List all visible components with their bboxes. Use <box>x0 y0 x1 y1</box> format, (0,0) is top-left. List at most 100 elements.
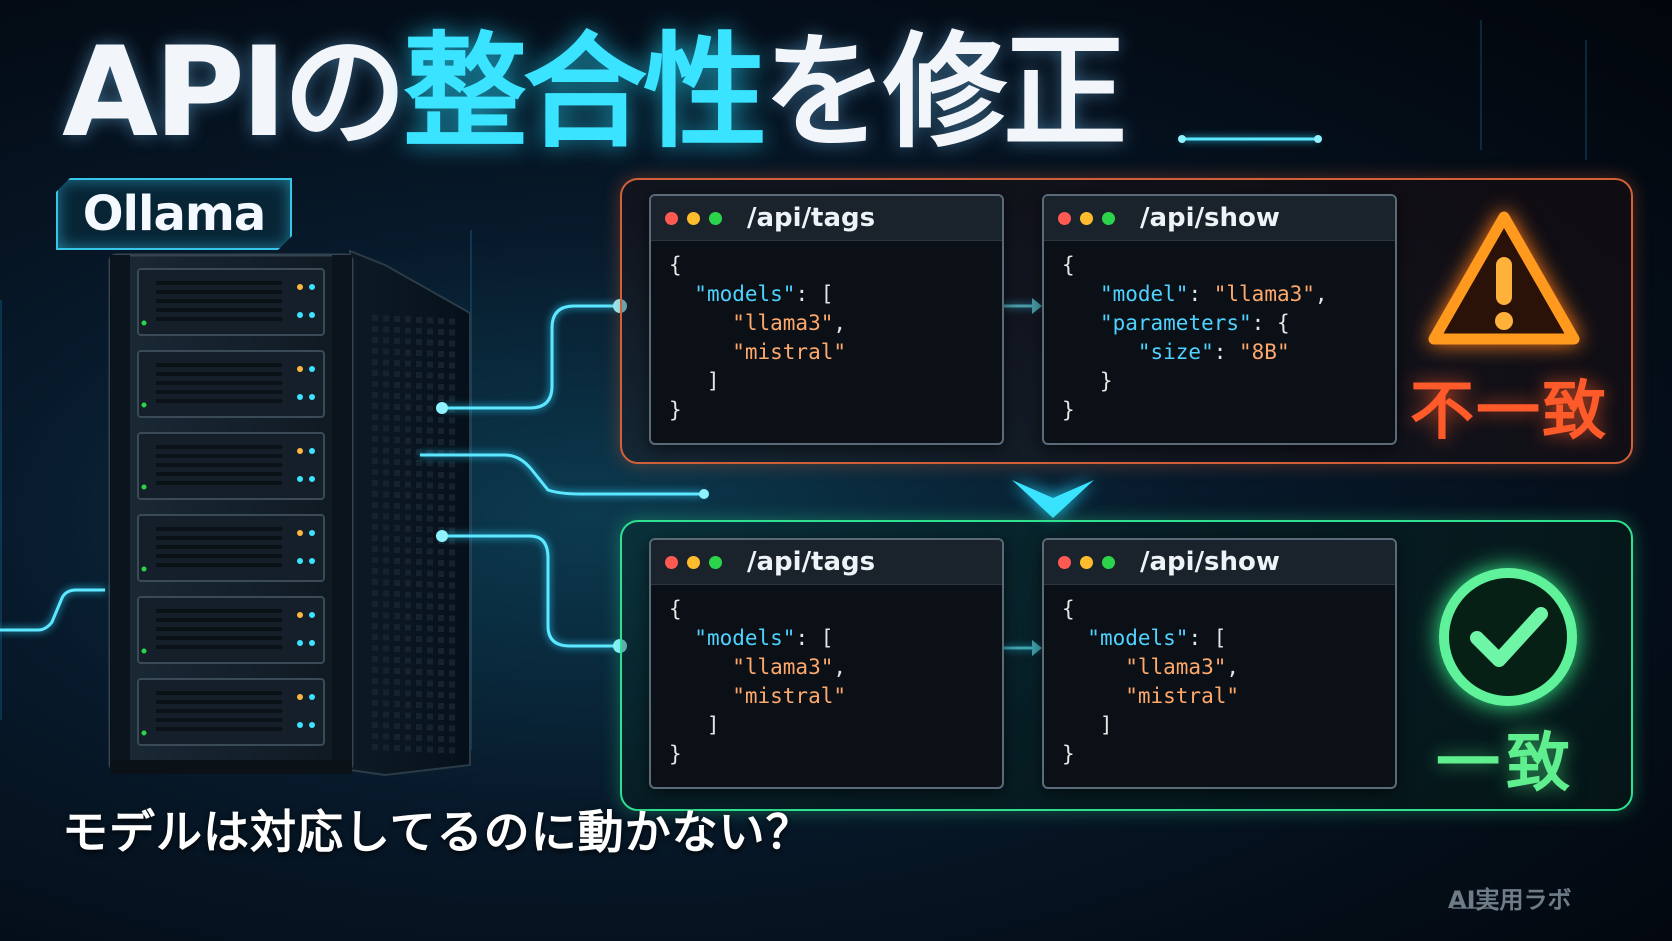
json-code-block: { "models": [ "llama3", "mistral" ] } <box>1044 585 1395 769</box>
json-punct: } <box>1062 369 1113 393</box>
server-side-vents <box>372 315 455 754</box>
json-punct: , <box>1314 282 1328 306</box>
json-punct <box>669 282 694 306</box>
json-punct: , <box>833 311 847 335</box>
code-line: { <box>1062 597 1075 621</box>
endpoint-path: /api/tags <box>747 547 876 577</box>
minimize-dot-icon <box>687 555 700 569</box>
json-key: "size" <box>1137 340 1214 364</box>
json-punct <box>669 311 732 335</box>
maximize-dot-icon <box>1102 555 1115 569</box>
minimize-dot-icon <box>1080 555 1093 569</box>
code-line: "models": [ <box>1062 626 1226 650</box>
bg-line <box>1480 20 1482 150</box>
json-string: "llama3" <box>732 655 834 679</box>
server-unit <box>137 432 325 500</box>
json-punct: } <box>669 398 682 422</box>
json-punct: } <box>1062 742 1075 766</box>
json-punct: : <box>1188 282 1214 306</box>
close-dot-icon <box>665 211 678 225</box>
window-titlebar: /api/show <box>1044 540 1395 585</box>
code-line: "llama3", <box>669 655 846 679</box>
json-string: "mistral" <box>732 340 847 364</box>
json-string: "llama3" <box>732 311 834 335</box>
json-string: "8B" <box>1239 340 1290 364</box>
bg-line <box>1585 40 1587 160</box>
json-punct <box>1062 655 1125 679</box>
maximize-dot-icon <box>709 211 722 225</box>
endpoint-path: /api/tags <box>747 203 876 233</box>
check-circle-icon <box>1439 568 1577 706</box>
code-line: ] <box>669 369 720 393</box>
json-punct <box>669 340 732 364</box>
code-line: { <box>1062 253 1075 277</box>
maximize-dot-icon <box>1102 211 1115 225</box>
json-key: "models" <box>1087 626 1189 650</box>
bg-line <box>0 300 2 720</box>
json-string: "llama3" <box>1213 282 1315 306</box>
json-punct: } <box>1062 398 1075 422</box>
json-punct: } <box>669 742 682 766</box>
json-punct: : [ <box>1188 626 1227 650</box>
code-line: } <box>1062 742 1075 766</box>
json-punct: : [ <box>795 626 834 650</box>
json-code-block: { "models": [ "llama3", "mistral" ] } <box>651 241 1002 425</box>
window-titlebar: /api/tags <box>651 196 1002 241</box>
server-unit <box>137 596 325 664</box>
json-code-block: { "model": "llama3", "parameters": { "si… <box>1044 241 1395 425</box>
server-unit <box>137 268 325 336</box>
api-show-window-match: /api/show { "models": [ "llama3", "mistr… <box>1042 538 1397 789</box>
json-punct <box>1062 626 1087 650</box>
json-key: "models" <box>694 626 796 650</box>
code-line: ] <box>1062 713 1113 737</box>
json-punct <box>1062 311 1100 335</box>
code-line: ] <box>669 713 720 737</box>
page-title: APIの整合性を修正 <box>62 21 1127 165</box>
subtitle: モデルは対応してるのに動かない？ <box>62 805 813 859</box>
code-line: "llama3", <box>669 311 846 335</box>
server-rack-illustration <box>108 249 471 777</box>
json-string: "mistral" <box>732 684 847 708</box>
json-punct: ] <box>1062 713 1113 737</box>
json-punct: : { <box>1251 311 1290 335</box>
json-punct: { <box>1062 253 1075 277</box>
json-key: "model" <box>1099 282 1189 306</box>
minimize-dot-icon <box>687 211 700 225</box>
maximize-dot-icon <box>709 555 722 569</box>
json-string: "mistral" <box>1125 684 1240 708</box>
endpoint-path: /api/show <box>1140 203 1280 233</box>
json-punct: { <box>1062 597 1075 621</box>
credit-divider <box>1452 907 1498 909</box>
window-titlebar: /api/tags <box>651 540 1002 585</box>
api-tags-window-mismatch: /api/tags { "models": [ "llama3", "mistr… <box>649 194 1004 445</box>
code-line: } <box>1062 369 1113 393</box>
json-punct: { <box>669 597 682 621</box>
warning-triangle-icon <box>1428 211 1580 345</box>
code-line: "size": "8B" <box>1062 340 1290 364</box>
mismatch-status-label: 不一致 <box>1410 375 1608 449</box>
code-line: "model": "llama3", <box>1062 282 1328 306</box>
code-line: "mistral" <box>669 684 846 708</box>
code-line: "mistral" <box>1062 684 1239 708</box>
json-punct <box>669 655 732 679</box>
json-punct <box>1062 282 1100 306</box>
json-punct: , <box>833 655 847 679</box>
close-dot-icon <box>1058 211 1071 225</box>
json-punct: { <box>669 253 682 277</box>
code-line: { <box>669 253 682 277</box>
json-punct <box>1062 340 1138 364</box>
code-line: } <box>1062 398 1075 422</box>
json-key: "models" <box>694 282 796 306</box>
minimize-dot-icon <box>1080 211 1093 225</box>
title-part-3: を修正 <box>763 21 1127 165</box>
json-punct <box>669 626 694 650</box>
match-status-label: 一致 <box>1436 727 1576 801</box>
close-dot-icon <box>665 555 678 569</box>
title-part-1: APIの <box>62 21 407 165</box>
close-dot-icon <box>1058 555 1071 569</box>
credit-label: AI実用ラボ <box>1448 886 1572 914</box>
json-string: "llama3" <box>1125 655 1227 679</box>
chevron-down-icon <box>1012 480 1094 518</box>
json-punct <box>669 684 732 708</box>
